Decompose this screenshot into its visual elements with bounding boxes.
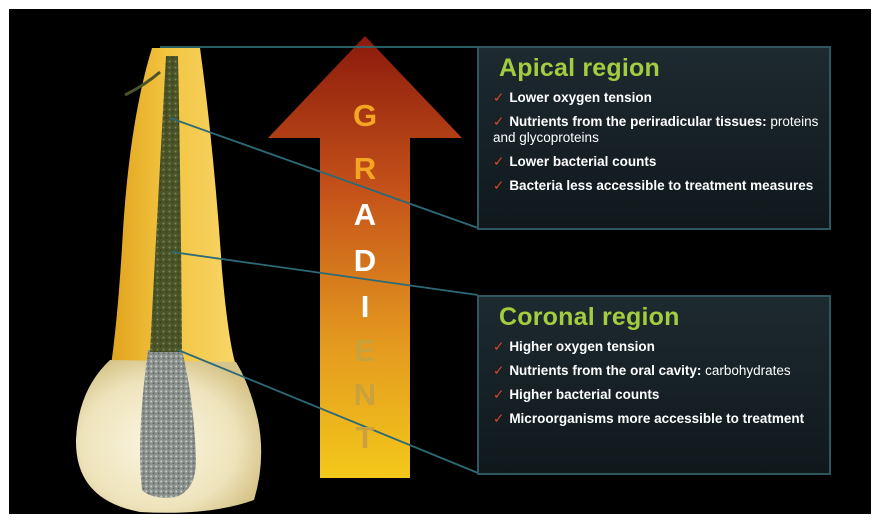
gradient-letter-e: E <box>335 333 395 369</box>
check-icon: ✓ <box>493 114 504 129</box>
list-item: ✓Nutrients from the periradicular tissue… <box>493 114 819 146</box>
check-icon: ✓ <box>493 363 504 378</box>
list-item: ✓Bacteria less accessible to treatment m… <box>493 178 819 194</box>
check-icon: ✓ <box>493 387 504 402</box>
check-icon: ✓ <box>493 411 504 426</box>
apical-region-title: Apical region <box>499 54 660 83</box>
gradient-letter-i: I <box>335 289 395 325</box>
gradient-letter-g: G <box>335 98 395 134</box>
check-icon: ✓ <box>493 339 504 354</box>
gradient-letter-d: D <box>335 243 395 279</box>
coronal-region-panel: Coronal region ✓Higher oxygen tension ✓N… <box>477 295 831 475</box>
list-item: ✓Higher bacterial counts <box>493 387 819 403</box>
gradient-letter-n: N <box>335 377 395 413</box>
gradient-letter-t: T <box>335 420 395 456</box>
check-icon: ✓ <box>493 90 504 105</box>
list-item: ✓Higher oxygen tension <box>493 339 819 355</box>
list-item: ✓Lower oxygen tension <box>493 90 819 106</box>
list-item: ✓Microorganisms more accessible to treat… <box>493 411 819 427</box>
coronal-region-title: Coronal region <box>499 303 680 332</box>
list-item: ✓Nutrients from the oral cavity: carbohy… <box>493 363 819 379</box>
gradient-letter-r: R <box>335 151 395 187</box>
check-icon: ✓ <box>493 154 504 169</box>
apical-region-panel: Apical region ✓Lower oxygen tension ✓Nut… <box>477 46 831 230</box>
apical-list: ✓Lower oxygen tension ✓Nutrients from th… <box>493 90 819 202</box>
gradient-letter-a: A <box>335 197 395 233</box>
list-item: ✓Lower bacterial counts <box>493 154 819 170</box>
check-icon: ✓ <box>493 178 504 193</box>
coronal-list: ✓Higher oxygen tension ✓Nutrients from t… <box>493 339 819 435</box>
